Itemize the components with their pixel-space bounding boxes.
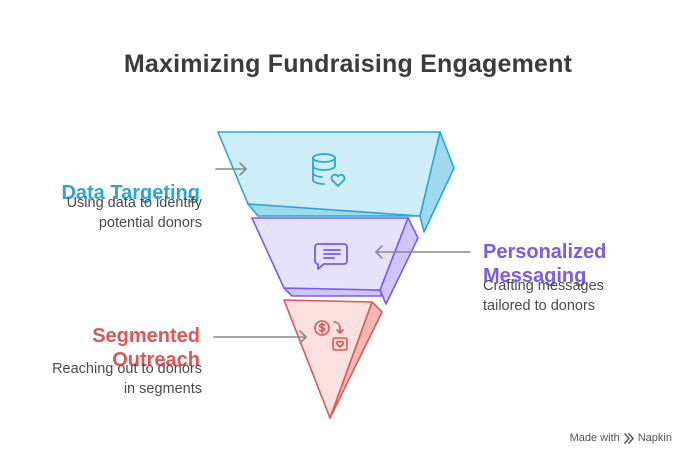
footer-attribution: Made with Napkin — [570, 432, 672, 444]
arrow-personalized-messaging — [375, 245, 471, 259]
data-targeting-label: Data Targeting — [20, 157, 200, 205]
stage-label-text: Data Targeting — [61, 182, 200, 204]
segmented-outreach-label: Segmented Outreach — [20, 300, 200, 372]
stage-label-text: Personalized Messaging — [483, 241, 607, 287]
data-targeting-description: Using data to identify potential donors — [66, 195, 202, 231]
page-title: Maximizing Fundraising Engagement — [123, 50, 573, 78]
money-transfer-icon — [314, 320, 348, 351]
arrow-data-targeting — [215, 162, 247, 176]
message-icon — [314, 243, 348, 270]
personalized-messaging-description: Crafting messages tailored to donors — [483, 278, 604, 314]
napkin-logo-icon — [623, 432, 634, 444]
funnel-segment-segmented-outreach — [283, 299, 383, 419]
funnel-segment-data-targeting — [217, 131, 455, 233]
database-heart-icon — [312, 153, 346, 187]
stage-label-text: Segmented Outreach — [92, 325, 200, 371]
personalized-messaging-label: Personalized Messaging — [483, 216, 683, 288]
segmented-outreach-description: Reaching out to donors in segments — [52, 361, 202, 397]
made-with-text: Made with — [569, 432, 620, 444]
arrow-segmented-outreach — [213, 330, 307, 344]
brand-name: Napkin — [637, 432, 672, 444]
funnel-segment-personalized-messaging — [251, 217, 419, 305]
